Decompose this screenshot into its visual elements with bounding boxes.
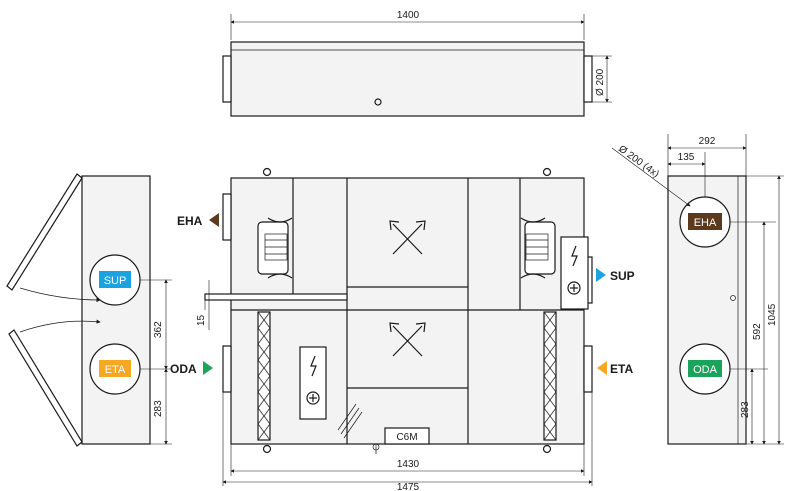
- heat-exchanger-upper-icon: [389, 220, 426, 255]
- front-hook-br-icon: [542, 444, 552, 454]
- left-upper-door: [6, 173, 83, 291]
- top-width-label: 1400: [397, 10, 420, 21]
- front-oda-spigot: [222, 345, 232, 393]
- sup-arrow-icon: [596, 268, 606, 282]
- left-sup-text: SUP: [104, 275, 127, 287]
- side-bottom-label: 283: [740, 401, 751, 418]
- eha-arrow-icon: [209, 213, 219, 227]
- electric-heater-sup-icon: [560, 236, 589, 310]
- side-port-diameter-label: Ø 200 (4x): [616, 144, 661, 181]
- top-left-spigot: [222, 55, 232, 103]
- top-screw-icon: [374, 98, 382, 106]
- front-offset-label: 15: [196, 314, 207, 326]
- left-eta-text: ETA: [105, 364, 126, 376]
- front-hook-tl-icon: [262, 167, 272, 177]
- front-hook-tr-icon: [542, 167, 552, 177]
- top-right-spigot: [583, 55, 593, 103]
- top-diameter-label: Ø 200: [595, 68, 606, 96]
- left-bottom-label: 283: [153, 400, 164, 417]
- condensate-box: [384, 427, 430, 445]
- right-oda-text: ODA: [693, 364, 718, 376]
- front-hook-bl-icon: [262, 444, 272, 454]
- condensate-label: C6M: [396, 432, 417, 443]
- front-casing: [230, 177, 585, 445]
- heat-exchanger-lower-icon: [389, 322, 426, 357]
- front-drain-tray: [204, 293, 348, 301]
- left-lower-door: [8, 329, 83, 447]
- filter-left-icon: [257, 311, 271, 441]
- eha-flow-label: EHA: [177, 214, 203, 228]
- front-width-inner-label: 1430: [397, 459, 420, 470]
- fan-left-icon: [257, 217, 293, 279]
- left-spacing-label: 362: [153, 321, 164, 338]
- left-sup-tag: [99, 271, 131, 288]
- filter-right-icon: [543, 311, 557, 441]
- eta-flow-label: ETA: [610, 362, 633, 376]
- side-offset-label: 135: [678, 152, 695, 163]
- front-view: C6M EHA ODA SUP ETA 15 1430 1475: [170, 167, 635, 491]
- top-view: 1400 Ø 200: [222, 10, 612, 117]
- left-eta-tag: [99, 360, 131, 377]
- side-height-total-label: 1045: [767, 303, 778, 326]
- sup-flow-label: SUP: [610, 269, 635, 283]
- right-view: EHA ODA 292 135 Ø 200 (4x) 592 1045 283: [611, 134, 784, 445]
- top-casing: [230, 41, 585, 117]
- right-eha-tag: [688, 213, 722, 230]
- right-eha-text: EHA: [694, 217, 717, 229]
- front-eta-spigot: [583, 345, 593, 393]
- front-eha-spigot: [222, 193, 232, 241]
- hatch-marks: [337, 403, 363, 439]
- right-screw-icon: [730, 295, 736, 301]
- left-casing: [81, 175, 151, 445]
- oda-flow-label: ODA: [170, 362, 197, 376]
- front-width-total-label: 1475: [397, 482, 420, 491]
- left-view: SUP ETA 362 283: [6, 173, 172, 447]
- side-height-inner-label: 592: [752, 323, 763, 340]
- oda-arrow-icon: [203, 361, 213, 375]
- eta-arrow-icon: [597, 361, 607, 375]
- fan-right-icon: [520, 217, 556, 279]
- right-oda-tag: [688, 360, 722, 377]
- side-width-label: 292: [699, 136, 716, 147]
- electric-heater-inner-icon: [299, 346, 327, 420]
